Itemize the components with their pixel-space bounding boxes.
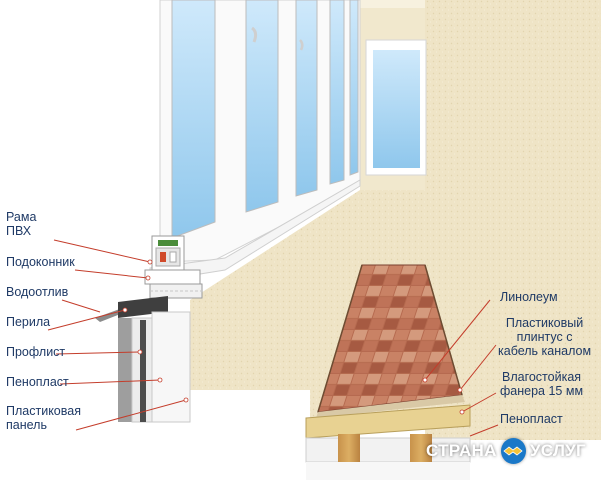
window-pane-1: [171, 0, 216, 239]
foam-right-section: [305, 437, 471, 463]
label-railing: Перила: [6, 315, 51, 329]
pvc-frame-section: [151, 235, 185, 271]
label-profsheet: Профлист: [6, 345, 66, 359]
window-pane-2: [245, 0, 279, 213]
watermark-text-left: СТРАНА: [426, 441, 497, 460]
label-linoleum: Линолеум: [500, 290, 558, 304]
profsheet-section: [118, 318, 132, 422]
plinth: [316, 395, 465, 418]
sill-section: [144, 269, 201, 285]
watermark-text-right: УСЛУГ: [529, 441, 586, 460]
label-drip: Водоотлив: [6, 285, 69, 299]
label-sill: Подоконник: [6, 255, 75, 269]
label-plywood: Влагостойкая фанера 15 мм: [500, 370, 584, 398]
back-window-glass: [373, 50, 420, 168]
label-foam-left: Пенопласт: [6, 375, 69, 389]
window-handle-2: [299, 39, 304, 51]
window-handle-1: [251, 26, 258, 43]
window-pane-5: [349, 0, 359, 176]
handshake-icon: [500, 438, 526, 464]
plastic-panel-section: [151, 311, 191, 423]
label-frame: Рама ПВХ: [6, 210, 37, 238]
label-plinth: Пластиковый плинтус с кабель каналом: [498, 316, 592, 358]
ceiling: [360, 0, 425, 8]
leader-lines-left: [47, 239, 187, 431]
window-pane-3: [295, 0, 318, 197]
label-foam-right: Пенопласт: [500, 412, 563, 426]
plywood-layer: [305, 404, 471, 439]
leader-lines-right: [424, 299, 499, 437]
watermark-logo: СТРАНА УСЛУГ: [426, 432, 586, 470]
window-pane-4: [329, 0, 345, 185]
label-plastic-panel: Пластиковая панель: [6, 404, 81, 432]
